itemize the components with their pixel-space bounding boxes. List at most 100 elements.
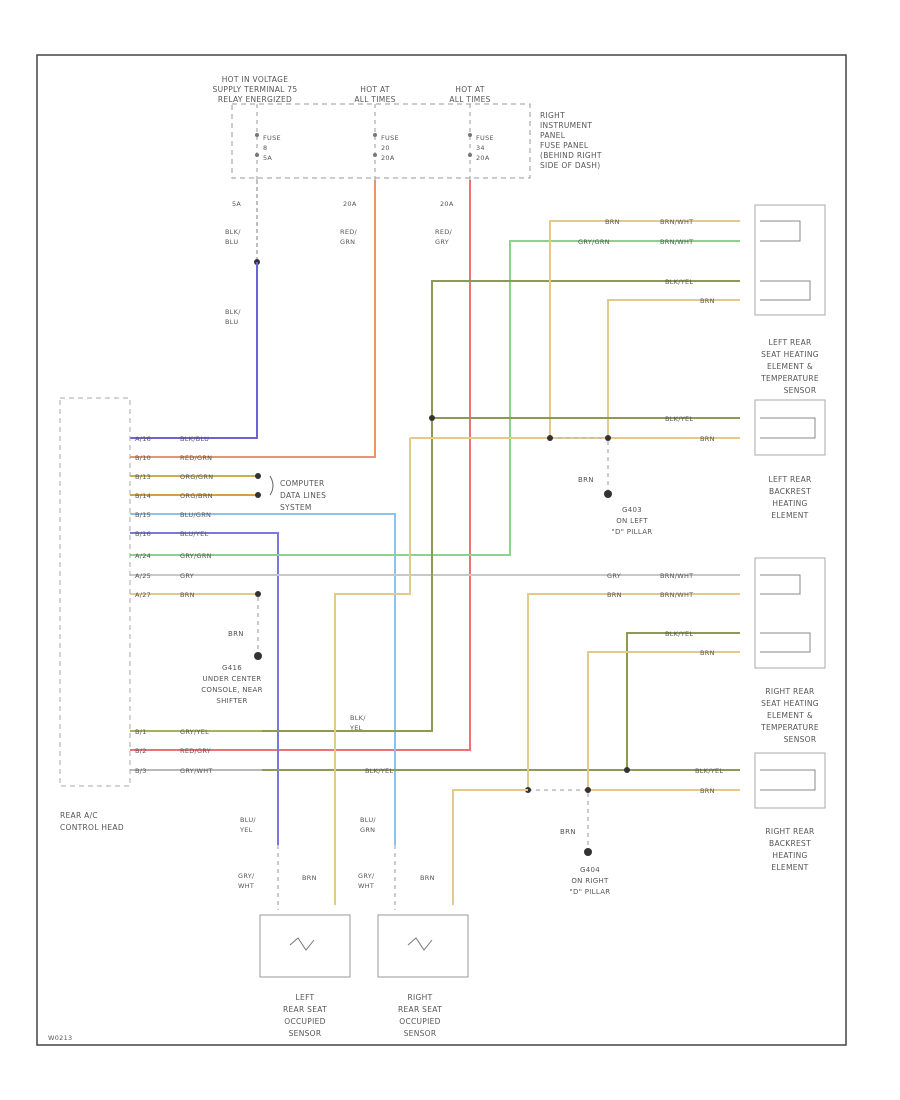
svg-text:GRY/GRN: GRY/GRN xyxy=(578,238,610,246)
svg-text:RED/GRY: RED/GRY xyxy=(180,747,211,755)
svg-text:BRN: BRN xyxy=(180,591,195,599)
svg-text:GRY/GRN: GRY/GRN xyxy=(180,552,212,560)
svg-text:(BEHIND RIGHT: (BEHIND RIGHT xyxy=(540,151,602,160)
computer-data-lines-label: COMPUTER DATA LINES SYSTEM xyxy=(269,475,326,512)
hot-at-all-times-label-2: HOT AT ALL TIMES xyxy=(449,85,490,104)
svg-text:BLU: BLU xyxy=(225,238,238,246)
svg-text:20A: 20A xyxy=(476,154,490,162)
ground-g416: BRN G416 UNDER CENTER CONSOLE, NEAR SHIF… xyxy=(201,630,262,705)
svg-text:RED/GRN: RED/GRN xyxy=(180,454,212,462)
svg-text:COMPUTER: COMPUTER xyxy=(280,479,325,488)
wire-red-gry xyxy=(130,180,471,751)
svg-text:SENSOR: SENSOR xyxy=(404,1029,437,1038)
svg-text:BRN: BRN xyxy=(607,591,622,599)
svg-text:B/3: B/3 xyxy=(135,767,147,775)
svg-text:FUSE: FUSE xyxy=(381,134,399,142)
wire-blu-yel xyxy=(130,532,279,845)
svg-text:B/2: B/2 xyxy=(135,747,147,755)
svg-text:HOT AT: HOT AT xyxy=(455,85,485,94)
fuse-20: FUSE 20 20A 20A xyxy=(343,104,399,208)
wire-brn-right-seat-2 xyxy=(587,651,640,790)
svg-text:RED/: RED/ xyxy=(435,228,453,236)
right-seat-wire-labels: GRY BRN BRN/WHT BRN/WHT BLK/YEL BRN xyxy=(607,572,714,657)
svg-text:GRY/WHT: GRY/WHT xyxy=(180,767,213,775)
svg-text:INSTRUMENT: INSTRUMENT xyxy=(540,121,592,130)
svg-text:20: 20 xyxy=(381,144,390,152)
svg-text:SENSOR: SENSOR xyxy=(784,735,817,744)
svg-text:GRY/YEL: GRY/YEL xyxy=(180,728,209,736)
wire-gry-grn xyxy=(130,240,640,556)
left-back-wire-labels: BLK/YEL BRN xyxy=(665,415,714,443)
svg-text:B/1: B/1 xyxy=(135,728,147,736)
svg-text:ELEMENT &: ELEMENT & xyxy=(767,711,813,720)
svg-text:20A: 20A xyxy=(381,154,395,162)
svg-text:ELEMENT: ELEMENT xyxy=(771,511,808,520)
svg-text:ORG/BRN: ORG/BRN xyxy=(180,492,213,500)
svg-text:RIGHT REAR: RIGHT REAR xyxy=(765,827,814,836)
wire-brn-right-seat-1 xyxy=(527,593,640,790)
svg-text:BACKREST: BACKREST xyxy=(769,839,811,848)
svg-text:TEMPERATURE: TEMPERATURE xyxy=(760,374,819,383)
svg-text:ELEMENT: ELEMENT xyxy=(771,863,808,872)
right-rear-backrest-element xyxy=(754,752,826,809)
svg-text:HEATING: HEATING xyxy=(772,851,807,860)
svg-text:RIGHT REAR: RIGHT REAR xyxy=(765,687,814,696)
svg-text:PANEL: PANEL xyxy=(540,131,566,140)
svg-text:ALL TIMES: ALL TIMES xyxy=(449,95,490,104)
svg-text:B/13: B/13 xyxy=(135,473,151,481)
svg-text:BACKREST: BACKREST xyxy=(769,487,811,496)
svg-text:BLK/: BLK/ xyxy=(225,228,241,236)
svg-text:G403: G403 xyxy=(622,506,642,514)
svg-text:SEAT HEATING: SEAT HEATING xyxy=(761,350,819,359)
left-occupied-sensor xyxy=(259,914,351,978)
wire-blu-grn xyxy=(130,513,396,845)
fuse-panel-label: RIGHT INSTRUMENT PANEL FUSE PANEL (BEHIN… xyxy=(540,111,602,170)
svg-text:GRN: GRN xyxy=(360,826,375,834)
svg-text:YEL: YEL xyxy=(349,724,363,732)
svg-text:G416: G416 xyxy=(222,664,242,672)
svg-text:BLK/YEL: BLK/YEL xyxy=(665,278,693,286)
svg-text:BRN: BRN xyxy=(578,476,594,484)
svg-text:GRY/: GRY/ xyxy=(238,872,255,880)
svg-text:UNDER CENTER: UNDER CENTER xyxy=(203,675,262,683)
svg-text:OCCUPIED: OCCUPIED xyxy=(399,1017,441,1026)
svg-text:BRN/WHT: BRN/WHT xyxy=(660,572,693,580)
svg-text:5A: 5A xyxy=(232,200,241,208)
ground-g403: BRN G403 ON LEFT "D" PILLAR xyxy=(578,476,652,536)
svg-text:OCCUPIED: OCCUPIED xyxy=(284,1017,326,1026)
svg-text:B/16: B/16 xyxy=(135,530,151,538)
svg-text:BRN/WHT: BRN/WHT xyxy=(660,591,693,599)
svg-text:34: 34 xyxy=(476,144,485,152)
svg-text:BRN/WHT: BRN/WHT xyxy=(660,238,693,246)
right-rear-seat-element xyxy=(754,557,826,669)
hot-at-all-times-label-1: HOT AT ALL TIMES xyxy=(354,85,395,104)
wire-label-red-gry-top: RED/ GRY xyxy=(435,228,453,246)
left-rear-seat-element xyxy=(754,204,826,316)
svg-text:SYSTEM: SYSTEM xyxy=(280,503,312,512)
svg-text:SHIFTER: SHIFTER xyxy=(216,697,247,705)
bottom-wire-labels: BLU/ YEL BLU/ GRN GRY/ WHT GRY/ WHT BRN … xyxy=(238,714,434,890)
svg-text:FUSE: FUSE xyxy=(476,134,494,142)
svg-text:YEL: YEL xyxy=(239,826,253,834)
svg-text:20A: 20A xyxy=(440,200,454,208)
right-seat-label: RIGHT REAR SEAT HEATING ELEMENT & TEMPER… xyxy=(760,687,819,744)
svg-text:RIGHT: RIGHT xyxy=(408,993,433,1002)
diagram-frame xyxy=(36,54,847,1046)
svg-text:ON LEFT: ON LEFT xyxy=(616,517,648,525)
svg-text:WHT: WHT xyxy=(358,882,374,890)
right-back-wire-labels: BLK/YEL BRN BLK/YEL xyxy=(365,767,723,795)
svg-text:DATA LINES: DATA LINES xyxy=(280,491,326,500)
svg-text:SIDE OF DASH): SIDE OF DASH) xyxy=(540,161,600,170)
wire-brn-right-occ xyxy=(452,789,528,905)
svg-text:A/27: A/27 xyxy=(135,591,151,599)
left-occ-label: LEFT REAR SEAT OCCUPIED SENSOR xyxy=(283,993,327,1038)
left-back-label: LEFT REAR BACKREST HEATING ELEMENT xyxy=(768,475,811,520)
svg-text:BLK/YEL: BLK/YEL xyxy=(665,630,693,638)
svg-text:"D" PILLAR: "D" PILLAR xyxy=(612,528,653,536)
svg-text:REAR SEAT: REAR SEAT xyxy=(283,1005,327,1014)
svg-text:SENSOR: SENSOR xyxy=(289,1029,322,1038)
left-seat-wire-labels: BRN GRY/GRN BRN/WHT BRN/WHT BLK/YEL BRN xyxy=(578,218,714,305)
svg-text:BRN: BRN xyxy=(560,828,576,836)
wire-brn-left-seat-2 xyxy=(607,299,640,438)
